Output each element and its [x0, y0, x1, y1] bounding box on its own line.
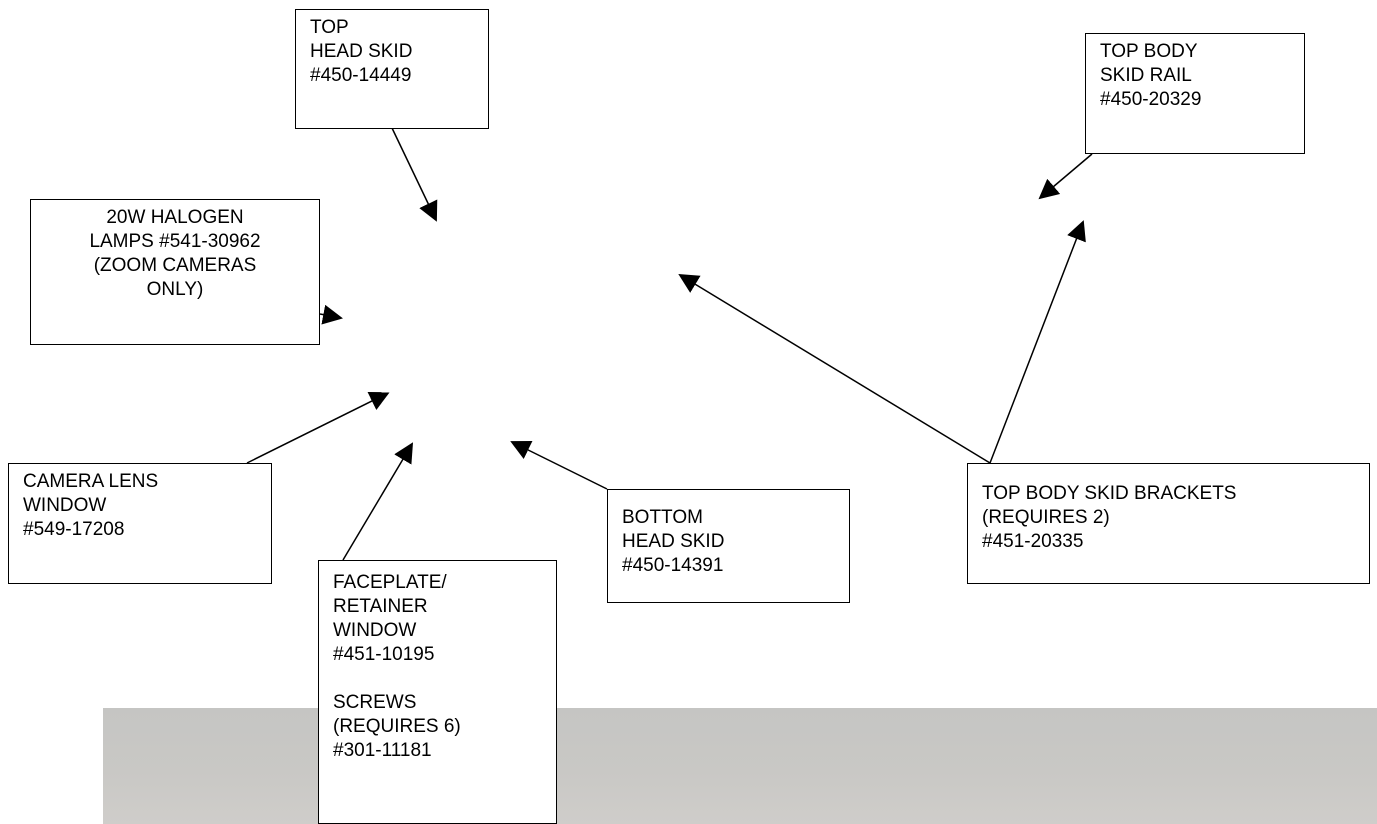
- callout-bottom-head-skid: BOTTOM HEAD SKID #450-14391: [607, 489, 850, 603]
- callout-top-body-skid-brackets: TOP BODY SKID BRACKETS (REQUIRES 2) #451…: [967, 463, 1370, 584]
- arrow-faceplate-retainer: [342, 442, 414, 561]
- photo-background: [103, 708, 1377, 824]
- callout-top-head-skid: TOP HEAD SKID #450-14449: [295, 9, 489, 129]
- arrow-camera-lens-window: [246, 392, 390, 464]
- arrow-top-head-skid: [391, 127, 438, 222]
- arrow-bottom-head-skid: [510, 441, 608, 490]
- callout-halogen-lamps: 20W HALOGEN LAMPS #541-30962 (ZOOM CAMER…: [30, 199, 320, 345]
- arrow-top-body-skid-rail: [1038, 153, 1093, 200]
- callout-faceplate-retainer: FACEPLATE/ RETAINER WINDOW #451-10195 SC…: [318, 560, 557, 824]
- arrow-brackets-to-body: [678, 273, 991, 464]
- callout-top-body-skid-rail: TOP BODY SKID RAIL #450-20329: [1085, 33, 1305, 154]
- callout-camera-lens-window: CAMERA LENS WINDOW #549-17208: [8, 463, 272, 584]
- arrow-halogen-lamps: [319, 304, 343, 325]
- arrow-brackets-to-rail: [989, 220, 1086, 464]
